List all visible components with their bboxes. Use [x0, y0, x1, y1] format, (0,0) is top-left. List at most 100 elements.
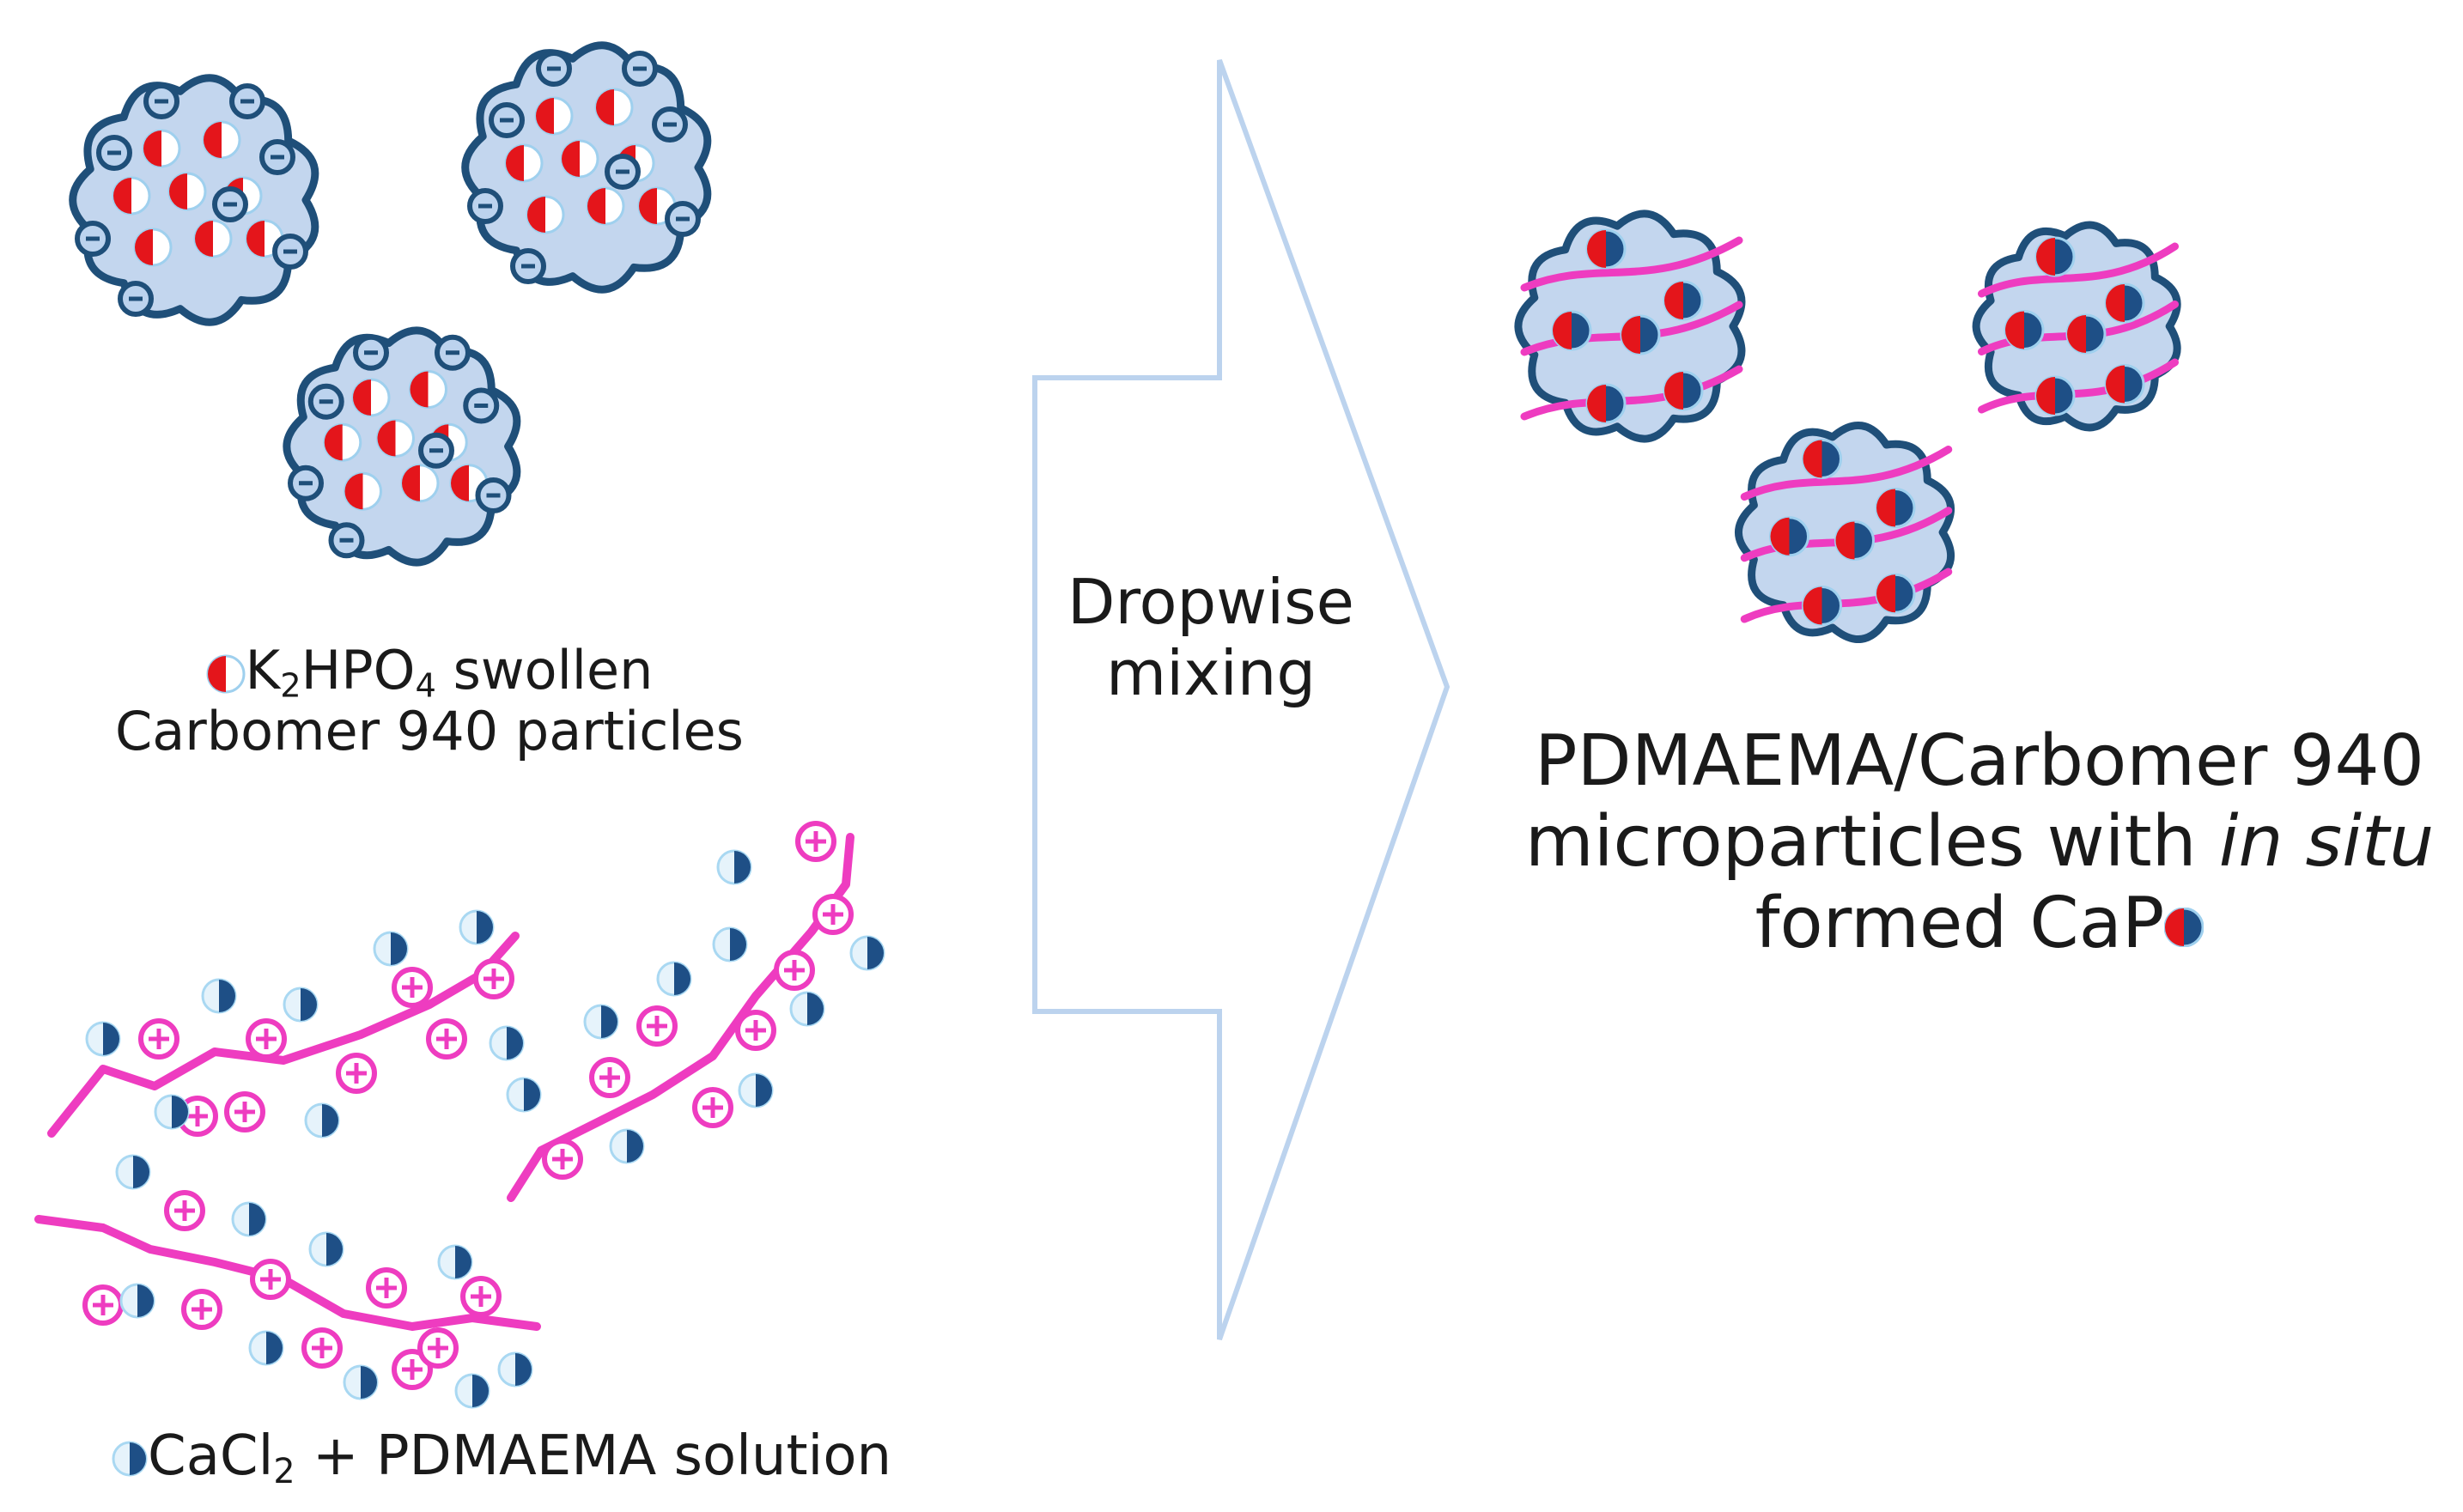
- negative-charge: [607, 156, 638, 187]
- carbomer-particle: [69, 74, 319, 326]
- negative-charge: [624, 53, 655, 84]
- arrow-label-line1: Dropwise: [1067, 566, 1354, 638]
- k2hpo4-legend-line1: K2HPO4 swollen: [103, 639, 756, 702]
- k2hpo4-ion: [202, 120, 241, 160]
- carbomer-particle: [461, 41, 712, 294]
- cap-ion: [2065, 313, 2107, 355]
- cacl2-formula: CaCl: [148, 1424, 274, 1488]
- k2hpo4-ion: [586, 186, 625, 226]
- positive-charge: [304, 1330, 340, 1366]
- cacl2-ion: [497, 1351, 533, 1388]
- k2hpo4-sub1: 2: [280, 666, 301, 706]
- cap-ion: [2034, 236, 2076, 277]
- product-caption-italic: in situ: [2218, 801, 2435, 884]
- cap-ion: [1551, 310, 1592, 351]
- positive-charge: [85, 1287, 121, 1323]
- product-particle: [1514, 209, 1746, 443]
- negative-charge: [491, 105, 522, 136]
- cacl2-ion: [373, 931, 409, 967]
- positive-charge: [476, 961, 512, 997]
- k2hpo4-ion: [193, 219, 233, 258]
- polymer-backbone: [47, 932, 520, 1138]
- polymer-strand: [1978, 242, 2179, 298]
- positive-charge: [592, 1060, 628, 1096]
- cap-ion: [2104, 364, 2145, 404]
- cacl2-ion: [201, 978, 237, 1014]
- cacl2-sub: 2: [273, 1451, 295, 1491]
- cacl2-ion: [789, 991, 825, 1027]
- cap-ion: [1585, 383, 1627, 424]
- k2hpo4-ion: [594, 88, 634, 127]
- cacl2-ion: [85, 1021, 121, 1057]
- cacl2-ion: [738, 1072, 774, 1108]
- negative-charge: [470, 191, 501, 222]
- negative-charge: [99, 137, 130, 168]
- cap-ion: [1834, 520, 1875, 561]
- k2hpo4-ion: [400, 464, 440, 503]
- cacl2-ion: [712, 926, 748, 962]
- product-caption-line1: PDMAEMA/Carbomer 940: [1535, 720, 2424, 802]
- product-caption-line2: microparticles with in situ: [1511, 802, 2448, 883]
- cacl2-ion: [283, 987, 319, 1023]
- positive-charge: [695, 1090, 731, 1126]
- cacl2-ion: [716, 849, 752, 885]
- cacl2-ion: [115, 1154, 151, 1190]
- negative-charge: [421, 435, 452, 466]
- positive-charge: [141, 1021, 177, 1057]
- k2hpo4-ion: [526, 195, 565, 234]
- positive-charge: [463, 1278, 499, 1315]
- negative-charge: [478, 480, 509, 511]
- negative-charge: [331, 525, 362, 556]
- polymer-strand: [1740, 446, 1953, 501]
- positive-charge: [420, 1330, 456, 1366]
- positive-charge: [184, 1291, 220, 1327]
- cacl2-ion: [304, 1102, 340, 1139]
- negative-charge: [538, 53, 569, 84]
- cacl2-ion-icon: [112, 1441, 148, 1477]
- negative-charge: [513, 251, 544, 282]
- positive-charge: [815, 896, 851, 932]
- cap-ion: [1620, 314, 1661, 355]
- cacl2-ion: [506, 1077, 542, 1113]
- k2hpo4-legend-line2: Carbomer 940 particles: [115, 700, 744, 763]
- cap-ion: [1585, 228, 1627, 270]
- arrow-label-line2: mixing: [1105, 636, 1317, 709]
- k2hpo4-ion: [560, 139, 599, 179]
- cap-ion: [1875, 573, 1916, 614]
- product-particle: [1734, 422, 1955, 643]
- k2hpo4-sub2: 4: [415, 666, 436, 706]
- cacl2-ion: [656, 961, 692, 997]
- k2hpo4-formula-k: K: [245, 639, 281, 701]
- negative-charge: [437, 337, 468, 368]
- cap-ion: [1663, 280, 1704, 321]
- positive-charge: [776, 952, 812, 988]
- process-arrow: [1032, 58, 1450, 1340]
- positive-charge: [429, 1021, 465, 1057]
- k2hpo4-legend-rest: swollen: [435, 639, 654, 701]
- cap-ion: [1802, 586, 1842, 626]
- k2hpo4-ion: [133, 228, 173, 267]
- cacl2-ion: [343, 1364, 379, 1400]
- positive-charge: [738, 1012, 774, 1048]
- pdmaema-chain: [47, 909, 525, 1139]
- product-microparticles: [1514, 209, 2181, 643]
- product-caption: PDMAEMA/Carbomer 940 microparticles with…: [1511, 720, 2448, 964]
- negative-charge: [465, 391, 496, 422]
- product-caption-line3: formed CaP: [1511, 883, 2448, 964]
- k2hpo4-ion: [409, 370, 447, 409]
- cap-ion: [1802, 439, 1842, 479]
- cacl2-ion: [154, 1094, 190, 1130]
- product-particle: [1972, 221, 2181, 432]
- cap-ion: [2004, 310, 2045, 350]
- positive-charge: [248, 1021, 284, 1057]
- k2hpo4-ion: [344, 471, 382, 511]
- cacl2-ion: [583, 1004, 619, 1040]
- cacl2-ion: [248, 1330, 284, 1366]
- positive-charge: [639, 1008, 675, 1044]
- k2hpo4-ion-icon: [206, 654, 246, 694]
- k2hpo4-ion: [351, 378, 391, 417]
- negative-charge: [262, 142, 293, 173]
- k2hpo4-legend: K2HPO4 swollen Carbomer 940 particles: [103, 640, 756, 762]
- k2hpo4-ion: [504, 143, 544, 183]
